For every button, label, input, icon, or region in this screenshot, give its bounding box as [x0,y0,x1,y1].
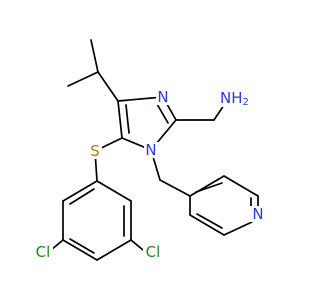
bond-c4-n3 [117,96,164,102]
bond-iso-me2 [90,39,99,73]
atom-n-imidazole-upper: N [157,88,168,106]
bond-ar6-ar1 [62,180,98,202]
bond-py1-py2 [189,175,225,197]
atom-cl-right: Cl [146,243,161,261]
bond-py2-py3 [223,175,259,197]
atom-label-group: N N S NH2 N Cl Cl [33,88,265,261]
bond-group [50,39,259,261]
atom-sulfur: S [90,142,100,160]
bond-n3-c2b [156,103,169,124]
bond-py5-py6 [189,214,225,236]
bond-ar-double2 [69,238,95,254]
atom-n-imidazole-lower: N [145,141,156,159]
bond-ar4-ar5 [62,239,98,261]
bond-py-double3 [196,213,223,229]
bond-ch2-py [159,179,191,197]
bond-ar3-ar4 [96,239,132,261]
atom-cl-left: Cl [36,243,51,261]
bond-py-double1 [195,182,223,193]
bond-ar1-ar2 [96,180,132,202]
atom-amine: NH2 [220,89,249,108]
bond-ar-double3 [69,188,95,205]
atom-n-pyridine: N [252,205,263,223]
molecule-structure: N N S NH2 N Cl Cl [33,39,265,261]
bond-iso-me1 [67,71,99,87]
bond-c5-c4a [117,100,123,139]
bond-n-py5 [223,221,253,236]
amine-nh: NH [220,89,243,107]
amine-subscript: 2 [243,97,249,108]
bond-iso-c4 [97,71,119,102]
bond-c5-c4b [125,104,130,134]
bond-ar-cl-right [130,239,144,251]
